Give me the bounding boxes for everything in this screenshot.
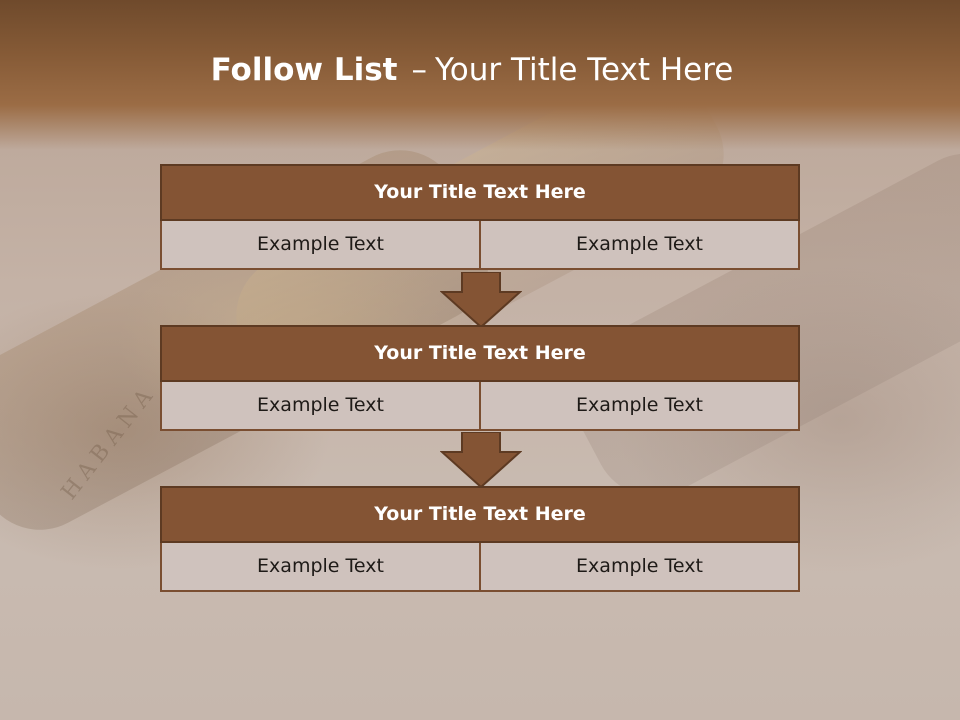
block-title[interactable]: Your Title Text Here bbox=[160, 486, 800, 543]
arrow-down-icon bbox=[440, 432, 522, 488]
slide-title-bold: Follow List bbox=[210, 52, 398, 88]
block-row: Example Text Example Text bbox=[160, 382, 800, 431]
header-band bbox=[0, 0, 960, 150]
slide-title[interactable]: Follow List–Your Title Text Here bbox=[0, 52, 944, 88]
slide-title-rest: Your Title Text Here bbox=[434, 52, 734, 88]
list-block-1: Your Title Text Here Example Text Exampl… bbox=[160, 164, 800, 270]
block-row: Example Text Example Text bbox=[160, 543, 800, 592]
block-title[interactable]: Your Title Text Here bbox=[160, 325, 800, 382]
arrow-down-icon bbox=[440, 272, 522, 328]
block-cell-left[interactable]: Example Text bbox=[160, 382, 481, 431]
block-cell-right[interactable]: Example Text bbox=[479, 543, 800, 592]
slide-title-separator: – bbox=[411, 52, 427, 88]
list-block-3: Your Title Text Here Example Text Exampl… bbox=[160, 486, 800, 592]
block-title[interactable]: Your Title Text Here bbox=[160, 164, 800, 221]
block-row: Example Text Example Text bbox=[160, 221, 800, 270]
block-cell-left[interactable]: Example Text bbox=[160, 221, 481, 270]
list-block-2: Your Title Text Here Example Text Exampl… bbox=[160, 325, 800, 431]
block-cell-right[interactable]: Example Text bbox=[479, 221, 800, 270]
block-cell-right[interactable]: Example Text bbox=[479, 382, 800, 431]
block-cell-left[interactable]: Example Text bbox=[160, 543, 481, 592]
